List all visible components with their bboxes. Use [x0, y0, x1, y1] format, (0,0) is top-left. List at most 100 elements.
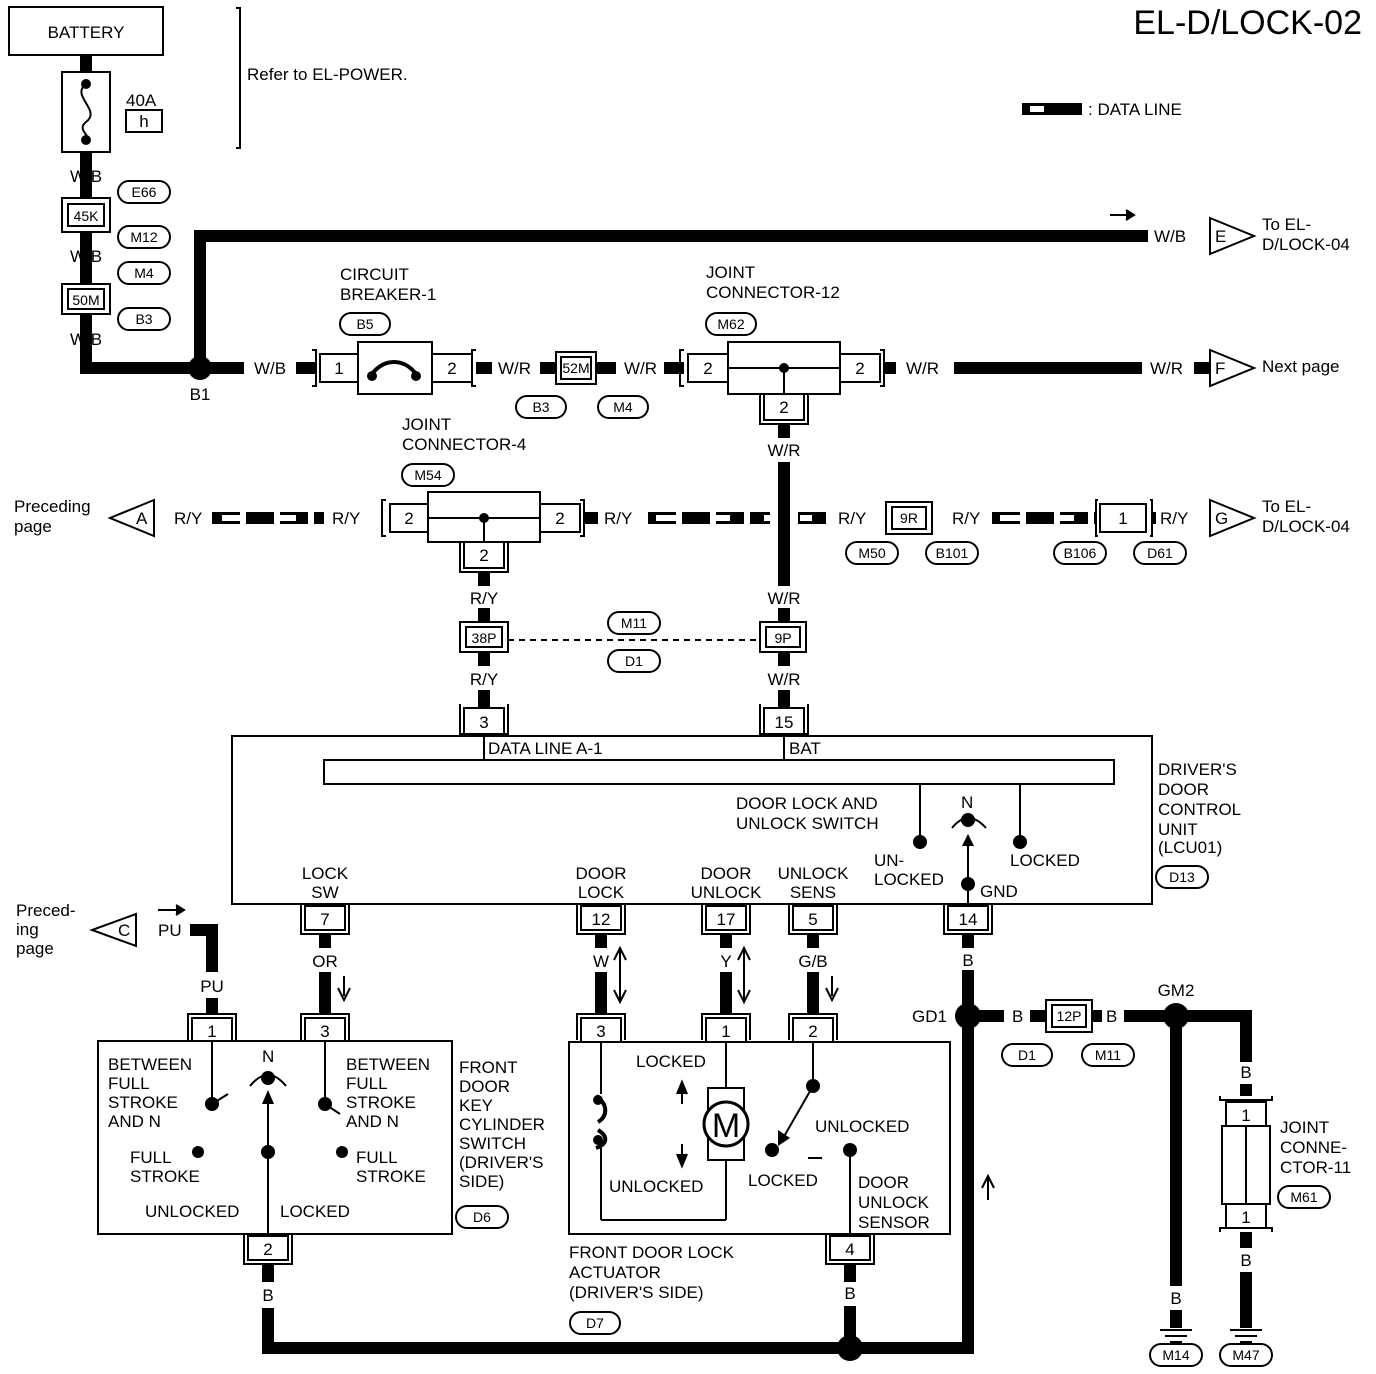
ref-text: Preced- [16, 901, 76, 920]
cu-name: DOOR [1158, 780, 1209, 799]
svg-text:CYLINDER: CYLINDER [459, 1115, 545, 1134]
ref-text: ing [16, 920, 39, 939]
ref-text: page [16, 939, 54, 958]
joint-connector-12: 2 2 2 [679, 341, 885, 425]
svg-text:FULL: FULL [130, 1148, 172, 1167]
svg-text:2: 2 [703, 359, 712, 378]
page-ref-g[interactable] [1209, 498, 1257, 538]
splice-label: GM2 [1158, 981, 1195, 1000]
battery-label: BATTERY [48, 23, 125, 42]
svg-text:UN-: UN- [874, 851, 904, 870]
code-text: D7 [586, 1315, 604, 1331]
code-text: M47 [1232, 1347, 1259, 1363]
code-text: D1 [1018, 1047, 1036, 1063]
page-ref-a[interactable] [107, 498, 155, 538]
actuator-bottom-pin: 4 [825, 1234, 875, 1265]
connector-1-right: 1 [1095, 499, 1153, 537]
jc11-title: CTOR-11 [1280, 1158, 1351, 1177]
ref-letter: F [1215, 359, 1225, 378]
svg-text:LOCK: LOCK [578, 883, 625, 902]
wire-color: W/B [70, 330, 102, 349]
svg-text:N: N [961, 793, 973, 812]
svg-text:2: 2 [808, 1022, 817, 1041]
ref-text: To EL- [1262, 215, 1311, 234]
svg-text:B106: B106 [1064, 545, 1097, 561]
svg-text:BETWEEN: BETWEEN [108, 1055, 192, 1074]
wire-color: W/R [767, 670, 800, 689]
svg-text:3: 3 [320, 1022, 329, 1041]
svg-text:17: 17 [717, 910, 736, 929]
svg-text:7: 7 [320, 910, 329, 929]
cu-name: DRIVER'S [1158, 760, 1237, 779]
code-text: M62 [717, 316, 744, 332]
ground-m47 [1219, 1343, 1273, 1367]
svg-text:1: 1 [334, 359, 343, 378]
svg-text:1: 1 [721, 1022, 730, 1041]
svg-text:SENSOR: SENSOR [858, 1213, 930, 1232]
ref-text: page [14, 517, 52, 536]
cu-top-pins: 3 15 [459, 704, 809, 735]
svg-text:STROKE: STROKE [346, 1093, 416, 1112]
svg-text:M: M [712, 1107, 740, 1145]
svg-text:D61: D61 [1147, 545, 1173, 561]
wire-color: W/R [1150, 359, 1183, 378]
actuator-internals: M LOCKED UNLOCKED UNLOCKED LOCKED DOOR U… [593, 1042, 930, 1236]
wire-color: R/Y [332, 509, 360, 528]
svg-text:DOOR: DOOR [701, 864, 752, 883]
wire-color: R/Y [174, 509, 202, 528]
connector-label: 52M [562, 360, 589, 376]
connector-label: 9P [774, 630, 791, 646]
cu-data-line-label: DATA LINE A-1 [488, 739, 603, 758]
ref-text: To EL- [1262, 497, 1311, 516]
jc11-title: CONNE- [1280, 1138, 1347, 1157]
refer-bracket [236, 7, 241, 149]
code-text: D13 [1169, 869, 1195, 885]
page-ref-c[interactable] [89, 912, 137, 948]
code-text: M54 [414, 467, 441, 483]
code-text: D6 [473, 1209, 491, 1225]
wire-color: W/B [70, 167, 102, 186]
svg-text:LOCKED: LOCKED [280, 1202, 350, 1221]
svg-text:DOOR: DOOR [576, 864, 627, 883]
wire-color: W/R [906, 359, 939, 378]
svg-text:1: 1 [1241, 1106, 1250, 1125]
legend-label: : DATA LINE [1088, 100, 1182, 119]
svg-text:14: 14 [959, 910, 978, 929]
ref-letter: G [1215, 509, 1228, 528]
page-ref-e[interactable] [1209, 216, 1257, 256]
wire-color: W/B [254, 359, 286, 378]
svg-text:STROKE: STROKE [108, 1093, 178, 1112]
fuse-letter: h [139, 112, 148, 131]
code-badge [339, 312, 391, 336]
svg-text:M4: M4 [134, 265, 154, 281]
svg-text:UNLOCK: UNLOCK [858, 1193, 930, 1212]
wire-color: B [1240, 1063, 1251, 1082]
cu-name: (LCU01) [1158, 838, 1222, 857]
wire-color: B [844, 1284, 855, 1303]
refer-note: Refer to EL-POWER. [247, 65, 408, 84]
actuator-title: FRONT DOOR LOCK ACTUATOR (DRIVER'S SIDE) [569, 1243, 735, 1302]
fuse-rating: 40A [126, 91, 157, 110]
svg-text:E66: E66 [132, 184, 157, 200]
svg-text:2: 2 [263, 1240, 272, 1259]
svg-text:UNLOCK SWITCH: UNLOCK SWITCH [736, 814, 879, 833]
svg-text:SW: SW [311, 883, 338, 902]
cu-name: UNIT [1158, 820, 1198, 839]
svg-text:2: 2 [447, 359, 456, 378]
jc12-title: JOINT [706, 263, 755, 282]
svg-text:LOCK: LOCK [302, 864, 349, 883]
code-text: B3 [532, 399, 549, 415]
wire-color: G/B [798, 952, 827, 971]
ref-text: Preceding [14, 497, 91, 516]
svg-text:LOCKED: LOCKED [1010, 851, 1080, 870]
wire-color: W [593, 952, 609, 971]
key-switch-internals: N BETWEEN FULL STROKE AND N BETWEEN FULL… [108, 1042, 430, 1236]
page-ref-f[interactable] [1209, 348, 1257, 388]
wire-color: PU [158, 921, 182, 940]
svg-text:1: 1 [1118, 509, 1127, 528]
cb-title: CIRCUIT [340, 265, 409, 284]
wire-color: W/B [70, 247, 102, 266]
svg-text:B101: B101 [936, 545, 969, 561]
cu-bottom-labels: LOCK SW DOOR LOCK DOOR UNLOCK UNLOCK SEN… [302, 864, 849, 902]
